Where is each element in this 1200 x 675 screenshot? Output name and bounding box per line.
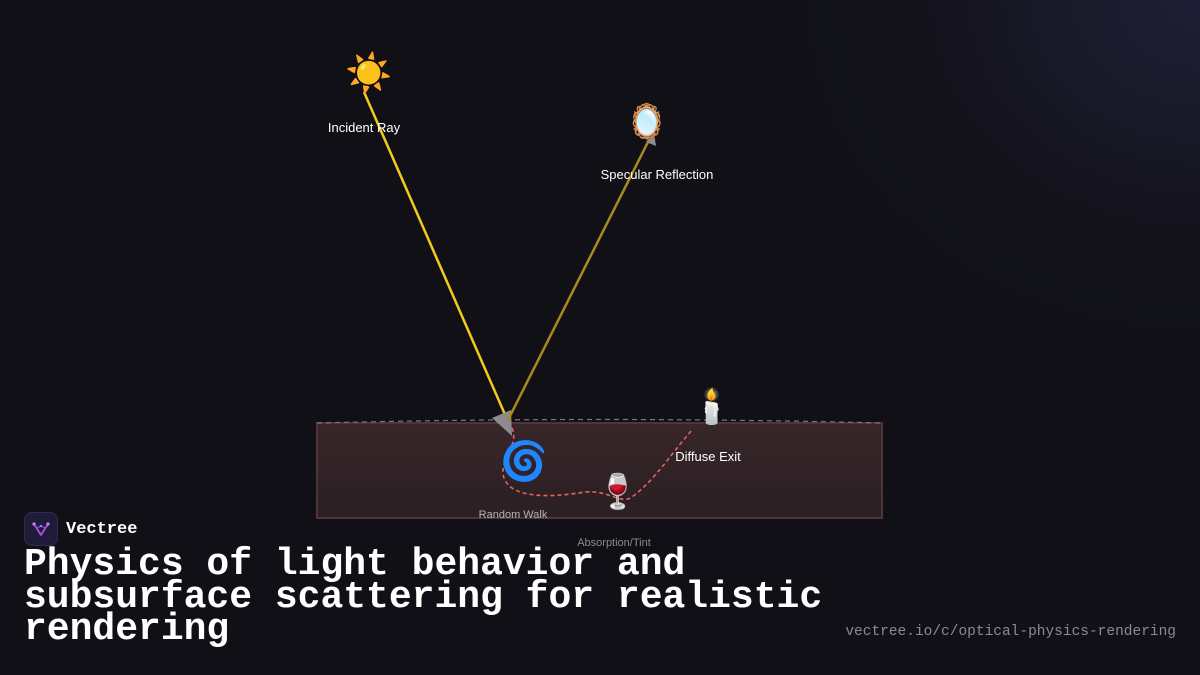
specular-reflection-label: Specular Reflection [601,167,714,182]
brand-name: Vectree [66,519,138,539]
cyclone-icon: 🌀 [500,438,547,483]
diffuse-exit-label: Diffuse Exit [675,449,741,464]
random-walk-label: Random Walk [479,509,548,521]
incident-ray-arrowhead [492,410,512,436]
absorption-tint-label: Absorption/Tint [577,537,651,549]
specular-ray-arrowhead [646,133,656,146]
brand: Vectree [24,512,137,546]
source-url: vectree.io/c/optical-physics-rendering [845,624,1176,640]
surface-boundary-line [316,418,883,424]
incident-ray [362,91,512,427]
page-title: Physics of light behavior and subsurface… [24,543,823,651]
mirror-icon: 🪞 [626,102,668,142]
subsurface-medium [316,422,883,519]
specular-ray [506,137,652,421]
sun-icon: ☀️ [345,50,392,96]
wine-glass-icon: 🍷 [597,472,639,512]
incident-ray-label: Incident Ray [328,120,401,135]
vectree-logo-icon [24,512,58,546]
candle-icon: 🕯️ [691,386,733,427]
scatter-path [502,427,693,501]
